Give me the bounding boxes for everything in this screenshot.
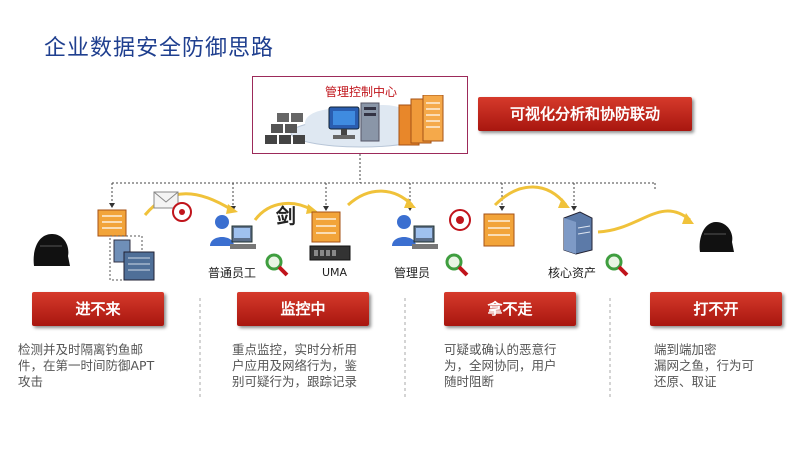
hacker-icon bbox=[33, 234, 70, 266]
uma-label: UMA bbox=[322, 266, 348, 279]
management-center-label: 管理控制中心 bbox=[324, 85, 397, 99]
stage-2-desc-line: 户应用及网络行为，鉴 bbox=[232, 358, 358, 373]
stage-4-banner: 打不开 bbox=[650, 292, 782, 326]
stage-1-banner: 进不来 bbox=[32, 292, 164, 326]
stage-separators bbox=[199, 298, 611, 398]
stage-3-description: 可疑或确认的恶意行 为，全网协同，用户 随时阻断 bbox=[444, 342, 604, 390]
hacker-icon-2 bbox=[699, 222, 734, 252]
visual-analysis-banner: 可视化分析和协防联动 bbox=[478, 97, 692, 131]
page-title: 企业数据安全防御思路 bbox=[44, 36, 275, 61]
stage-1-desc-line: 检测并及时隔离钓鱼邮 bbox=[18, 342, 144, 357]
stage-3-banner: 拿不走 bbox=[444, 292, 576, 326]
stage-1-description: 检测并及时隔离钓鱼邮 件，在第一时间防御APT 攻击 bbox=[18, 342, 196, 390]
management-links bbox=[111, 154, 656, 206]
sword-text: 剑 bbox=[276, 204, 296, 228]
magnifier-icon bbox=[265, 253, 289, 277]
stage-4-desc-line: 漏网之鱼，行为可 bbox=[654, 358, 755, 373]
flow-arrows bbox=[143, 185, 691, 234]
stage-2-desc-line: 别可疑行为，跟踪记录 bbox=[232, 374, 358, 389]
core-assets-label: 核心资产 bbox=[548, 266, 597, 280]
stage-4-desc-line: 端到端加密 bbox=[654, 342, 717, 357]
stage-2-banner: 监控中 bbox=[237, 292, 369, 326]
stage-3-desc-line: 为，全网协同，用户 bbox=[444, 358, 557, 373]
employee-icon bbox=[210, 215, 256, 249]
stage-3-desc-line: 可疑或确认的恶意行 bbox=[444, 342, 557, 357]
magnifier-icon-2 bbox=[445, 253, 469, 277]
core-server-icon bbox=[563, 211, 593, 255]
firewall-icon bbox=[483, 213, 515, 247]
stage-1-desc-line: 件，在第一时间防御APT bbox=[18, 358, 155, 373]
uma-device-icon bbox=[309, 211, 351, 261]
employee-label: 普通员工 bbox=[208, 266, 257, 280]
stage-1-desc-line: 攻击 bbox=[18, 374, 44, 389]
stage-4-description: 端到端加密 漏网之鱼，行为可 还原、取证 bbox=[654, 342, 794, 390]
console-icon bbox=[328, 102, 380, 142]
firewall-servers-icon bbox=[398, 95, 444, 146]
stage-4-desc-line: 还原、取证 bbox=[654, 374, 717, 389]
server-cluster-icon bbox=[265, 113, 305, 144]
management-center-box: 管理控制中心 bbox=[252, 76, 468, 154]
magnifier-icon-3 bbox=[605, 253, 629, 277]
email-gateway-icon bbox=[97, 209, 155, 281]
stage-3-desc-line: 随时阻断 bbox=[444, 374, 495, 389]
stage-2-description: 重点监控，实时分析用 户应用及网络行为，鉴 别可疑行为，跟踪记录 bbox=[232, 342, 402, 390]
biohazard-icon bbox=[449, 209, 471, 231]
admin-label: 管理员 bbox=[394, 266, 431, 280]
stage-2-desc-line: 重点监控，实时分析用 bbox=[232, 342, 358, 357]
admin-icon bbox=[392, 215, 438, 249]
phishing-mail-icon bbox=[153, 191, 192, 222]
